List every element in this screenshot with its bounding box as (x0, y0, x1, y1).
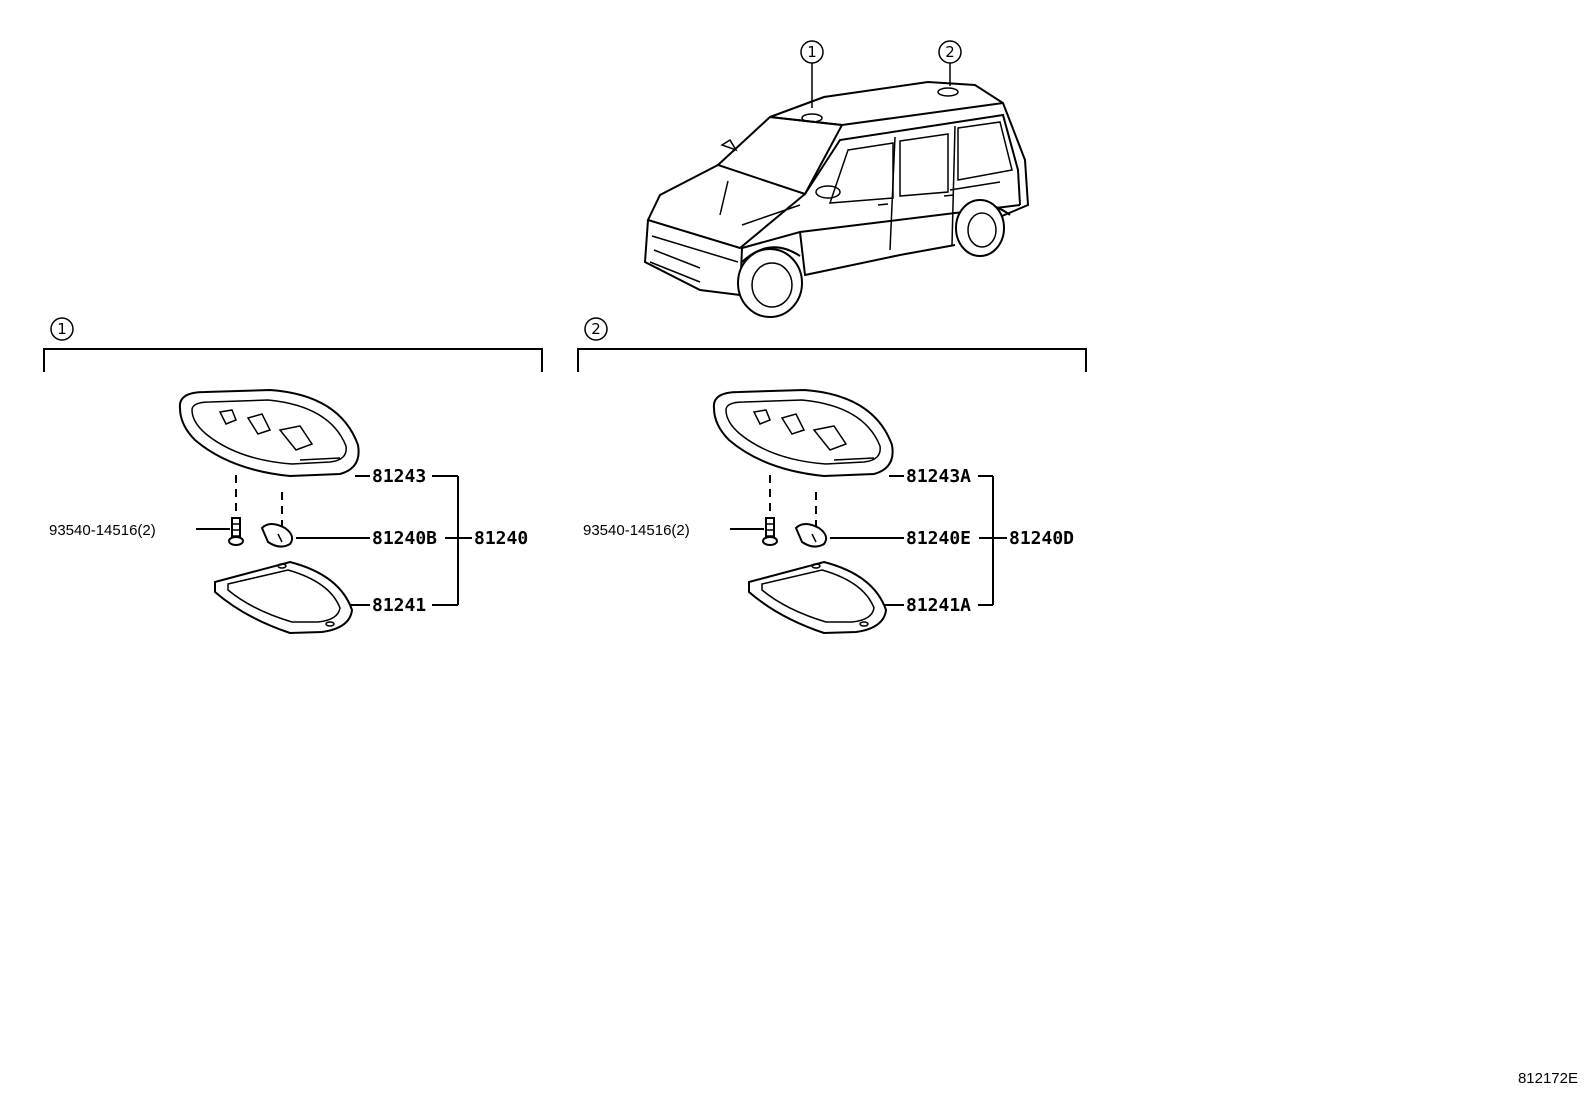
group-2-bulb[interactable] (794, 523, 828, 548)
group-1-marker: 1 (57, 320, 67, 338)
group-2-lens-housing-label[interactable]: 81243A (906, 466, 971, 487)
group-1-cover-label[interactable]: 81241 (372, 595, 426, 616)
group-1-bracket (43, 348, 543, 372)
diagram-code: 812172E (1518, 1070, 1578, 1087)
vehicle-callout-2-label: 2 (945, 43, 955, 61)
group-1: 1 (43, 317, 543, 635)
vehicle-callout-1-label: 1 (807, 43, 817, 61)
group-2-assembly-label[interactable]: 81240D (1009, 528, 1074, 549)
group-2-bulb-label[interactable]: 81240E (906, 528, 971, 549)
group-2: 2 (577, 317, 1087, 635)
group-2-screw[interactable] (762, 517, 778, 546)
group-1-cover[interactable] (214, 560, 354, 635)
group-2-bracket (577, 348, 1087, 372)
group-2-cover-label[interactable]: 81241A (906, 595, 971, 616)
group-1-bulb[interactable] (260, 523, 294, 548)
group-1-lens-housing[interactable] (178, 388, 360, 478)
group-1-assembly-label[interactable]: 81240 (474, 528, 528, 549)
group-2-cover[interactable] (748, 560, 888, 635)
group-1-screw-label[interactable]: 93540-14516(2) (49, 522, 156, 539)
group-2-lens-housing[interactable] (712, 388, 894, 478)
vehicle-callout-2[interactable]: 2 (938, 40, 962, 86)
group-1-lens-housing-label[interactable]: 81243 (372, 466, 426, 487)
group-2-screw-label[interactable]: 93540-14516(2) (583, 522, 690, 539)
group-1-screw[interactable] (228, 517, 244, 546)
vehicle-illustration: 1 2 (643, 40, 1030, 318)
group-1-bulb-label[interactable]: 81240B (372, 528, 437, 549)
group-2-marker: 2 (591, 320, 601, 338)
